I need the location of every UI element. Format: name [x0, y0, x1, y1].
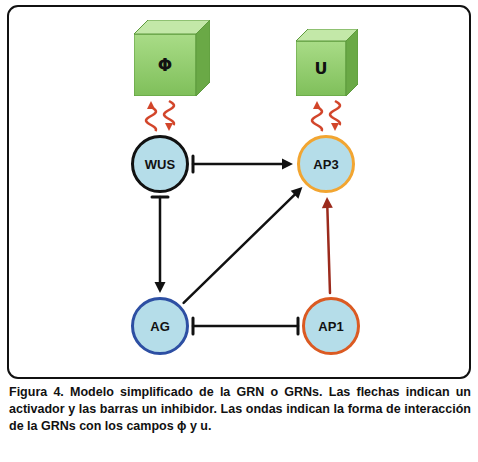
link-line [193, 163, 283, 166]
frame-border [8, 6, 470, 378]
wave-line [146, 107, 156, 131]
arrow-head [291, 187, 303, 199]
arrow-head [165, 123, 173, 131]
link-line [159, 197, 162, 283]
link-line [193, 325, 298, 328]
wave-line [164, 101, 174, 125]
field-symbol: U [296, 41, 346, 96]
gene-circle: AG [131, 297, 189, 355]
cube-front [296, 41, 346, 96]
regulation-link [152, 197, 168, 293]
arrow-head [282, 159, 293, 170]
wave-line [330, 101, 340, 125]
arrow-head [155, 282, 166, 293]
arrow-head [331, 123, 339, 131]
cube-side [346, 29, 358, 96]
arrow-head [147, 101, 155, 109]
wave-line [312, 107, 322, 131]
interaction-wave [146, 101, 174, 131]
field-cube: Φ [134, 20, 210, 96]
link-line [184, 194, 296, 303]
interaction-wave [312, 101, 340, 131]
arrow-head [313, 101, 321, 109]
regulation-link [322, 197, 333, 293]
field-cube: U [296, 29, 358, 96]
regulation-link [193, 156, 293, 172]
gene-circle: WUS [131, 135, 189, 193]
regulation-link [184, 187, 303, 303]
gene-name: AG [150, 319, 170, 334]
cube-front [134, 34, 196, 96]
regulation-link [193, 318, 298, 334]
gene-name: AP3 [313, 157, 338, 172]
inhibitor-bar [192, 156, 195, 172]
inhibitor-bar [297, 318, 300, 334]
cube-side [196, 20, 210, 96]
figure-caption: Figura 4. Modelo simplificado de la GRN … [9, 384, 471, 435]
gene-circle: AP1 [302, 297, 360, 355]
field-symbol: Φ [134, 34, 196, 96]
inhibitor-bar [152, 196, 168, 199]
gene-name: AP1 [318, 319, 343, 334]
gene-name: WUS [145, 157, 175, 172]
link-line [327, 207, 330, 293]
inhibitor-bar [192, 318, 195, 334]
gene-circle: AP3 [297, 135, 355, 193]
arrow-head [322, 197, 333, 208]
